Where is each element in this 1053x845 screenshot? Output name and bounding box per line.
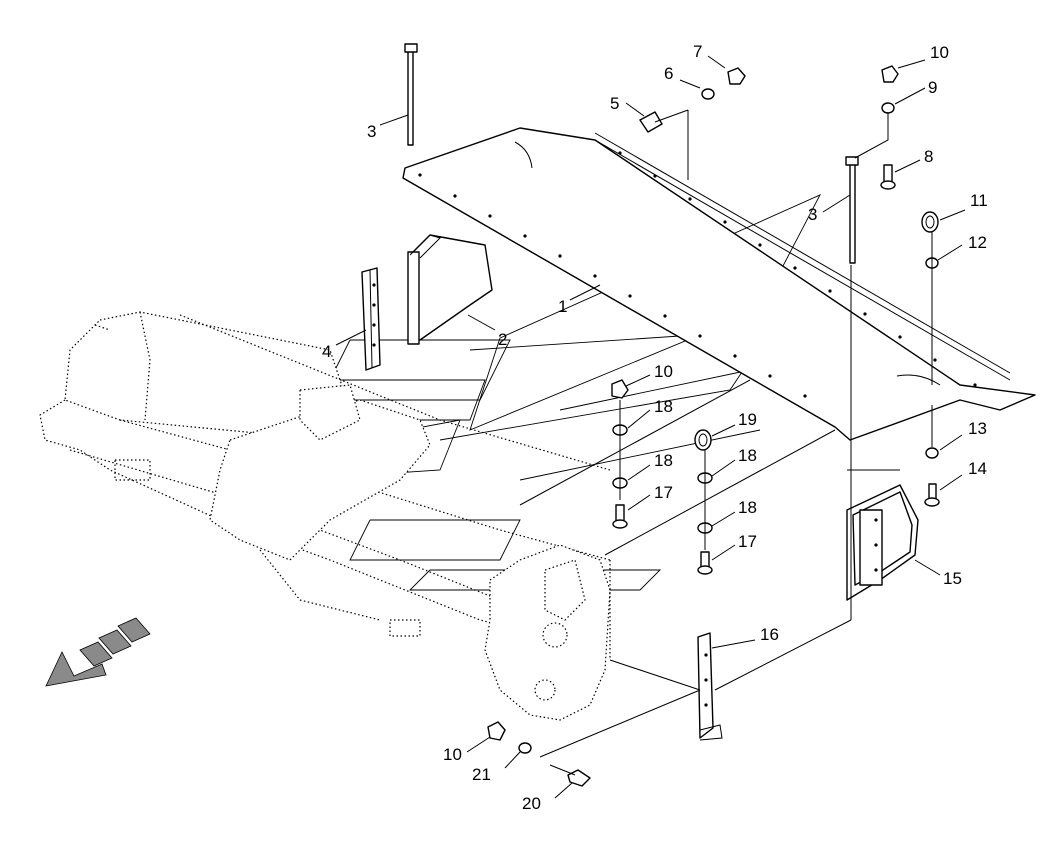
callout-12: 12 (968, 233, 987, 252)
nut-10-middle (611, 379, 629, 399)
washer-13 (925, 447, 939, 459)
bolt-8 (880, 164, 896, 190)
callout-10: 10 (654, 362, 673, 381)
callout-10: 10 (930, 43, 949, 62)
callout-7: 7 (693, 42, 702, 61)
callout-18: 18 (738, 446, 757, 465)
callout-6: 6 (664, 64, 673, 83)
callout-13: 13 (968, 419, 987, 438)
bolt-20 (549, 764, 591, 787)
bracket-right (697, 632, 723, 741)
callout-19: 19 (738, 410, 757, 429)
cover-panel (402, 127, 1036, 441)
direction-arrow-icon (45, 617, 151, 687)
callout-18: 18 (738, 498, 757, 517)
bolt-17-b (697, 551, 713, 575)
washer-9 (881, 102, 895, 114)
nut-10-top (881, 65, 899, 83)
callout-5: 5 (610, 94, 619, 113)
callout-11: 11 (970, 191, 988, 210)
callout-3: 3 (367, 122, 376, 141)
callout-8: 8 (924, 147, 933, 166)
eye-bolt-11 (921, 211, 939, 233)
header-frame-outline (39, 311, 611, 721)
cover-panel-holes (418, 151, 977, 398)
nut-7 (727, 67, 746, 85)
assembly-lines (519, 110, 933, 758)
washer-6 (701, 88, 715, 100)
washer-21 (518, 742, 532, 754)
eye-bolt-19 (694, 429, 712, 451)
callout-10: 10 (443, 745, 462, 764)
bolt-5 (639, 109, 689, 133)
callout-14: 14 (968, 459, 987, 478)
callout-3: 3 (808, 205, 817, 224)
callout-1: 1 (558, 297, 567, 316)
callout-15: 15 (943, 569, 962, 588)
bolt-17-a (612, 504, 628, 529)
bracket-left (361, 267, 381, 371)
callout-17: 17 (738, 532, 757, 551)
pin-left (404, 43, 418, 146)
callout-labels: 1 2 3 3 4 5 6 7 8 9 10 10 10 11 12 13 14… (322, 42, 988, 813)
callout-2: 2 (498, 330, 507, 349)
callout-16: 16 (760, 625, 779, 644)
callout-17: 17 (654, 483, 673, 502)
callout-9: 9 (928, 78, 937, 97)
callout-21: 21 (472, 765, 491, 784)
nut-10-bottom (487, 721, 506, 741)
callout-20: 20 (522, 794, 541, 813)
pin-right (845, 156, 859, 264)
bolt-14 (924, 483, 940, 507)
side-shield (846, 484, 919, 601)
callout-4: 4 (322, 342, 331, 361)
callout-leaders (335, 55, 966, 799)
callout-18: 18 (654, 397, 673, 416)
callout-18: 18 (654, 451, 673, 470)
deflector-plate (407, 234, 493, 345)
